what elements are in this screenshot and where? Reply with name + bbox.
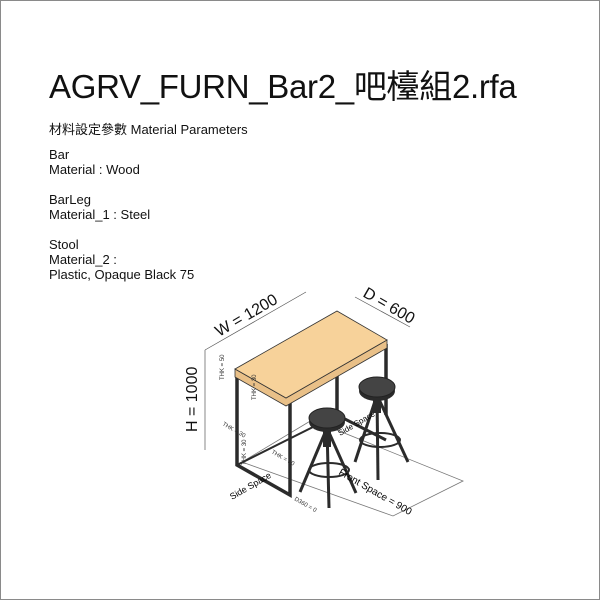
thickness-label: THK = 30 <box>270 450 296 468</box>
material-name: Stool <box>49 237 79 252</box>
material-bar: Bar Material : Wood <box>49 147 140 177</box>
stool <box>298 407 358 509</box>
width-dimension-line <box>204 291 307 351</box>
material-value: Plastic, Opaque Black 75 <box>49 267 195 282</box>
front-leg-frame <box>235 373 292 499</box>
material-name: BarLeg <box>49 192 91 207</box>
thickness-label: THK = 50 <box>220 354 226 380</box>
material-value: Material : Wood <box>49 162 140 177</box>
depth-dimension: D = 600 <box>360 285 418 328</box>
page-title: AGRV_FURN_Bar2_吧檯組2.rfa <box>49 68 517 105</box>
section-heading: 材料設定參數 Material Parameters <box>49 122 248 137</box>
material-value: Material_1 : Steel <box>49 207 151 222</box>
material-barleg: BarLeg Material_1 : Steel <box>49 192 150 222</box>
thickness-label: THK = 30 <box>252 374 258 400</box>
depth-dimension-line <box>354 296 411 328</box>
stool <box>353 376 410 481</box>
tabletop <box>234 310 388 399</box>
height-dimension: H = 1000 <box>184 367 201 432</box>
seat-label: D360 = 0 <box>293 497 318 515</box>
material-stool: Stool Material_2 : Plastic, Opaque Black… <box>49 237 194 282</box>
material-value: Material_2 : <box>49 252 117 267</box>
front-space-dimension: Front Space = 900 <box>337 467 414 518</box>
width-dimension: W = 1200 <box>213 291 281 340</box>
thickness-label: THK = 30 <box>221 422 247 440</box>
floor-space-outline <box>241 419 464 517</box>
side-space-dimension: Side Space <box>228 470 273 502</box>
thickness-label: THK = 30 <box>242 439 248 465</box>
material-name: Bar <box>49 147 70 162</box>
